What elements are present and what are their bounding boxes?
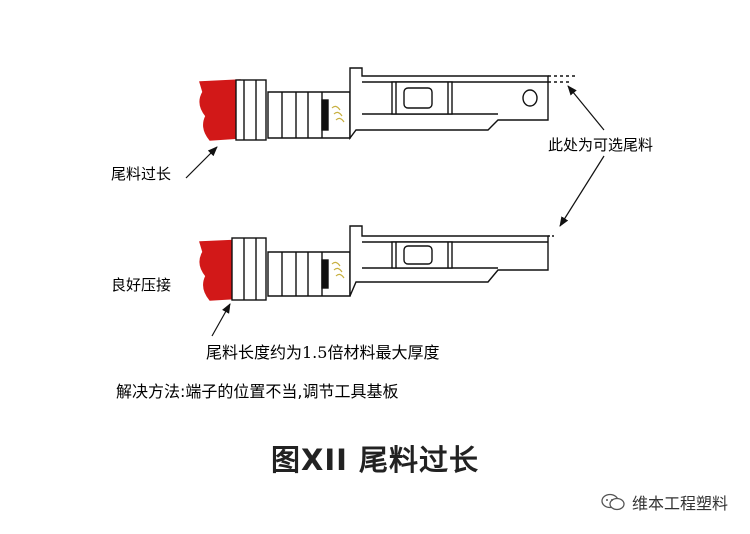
figure-caption: 图XII 尾料过长 [270, 443, 480, 477]
wechat-logo-icon [601, 493, 625, 511]
arrow-optional-down [559, 155, 605, 227]
conductor-crimp-top [267, 91, 351, 139]
arrow-optional-up [567, 85, 605, 131]
insulation-crimp-bottom [231, 237, 267, 301]
label-too-long: 尾料过长 [111, 165, 172, 183]
label-solution: 解决方法:端子的位置不当,调节工具基板 [116, 382, 399, 401]
arrow-too-long [185, 146, 218, 179]
terminal-top [199, 67, 576, 141]
wire-insulation-top [199, 79, 241, 141]
watermark-text: 维本工程塑料 [631, 494, 728, 513]
label-good-crimp: 良好压接 [111, 276, 172, 294]
arrow-spec-note [211, 303, 231, 337]
label-optional-tail: 此处为可选尾料 [548, 136, 654, 154]
conductor-crimp-bottom [267, 251, 351, 297]
watermark: 维本工程塑料 [600, 490, 728, 514]
terminal-bottom [199, 225, 556, 301]
label-spec-note: 尾料长度约为1.5倍材料最大厚度 [206, 343, 440, 362]
insulation-crimp-top [235, 79, 267, 141]
